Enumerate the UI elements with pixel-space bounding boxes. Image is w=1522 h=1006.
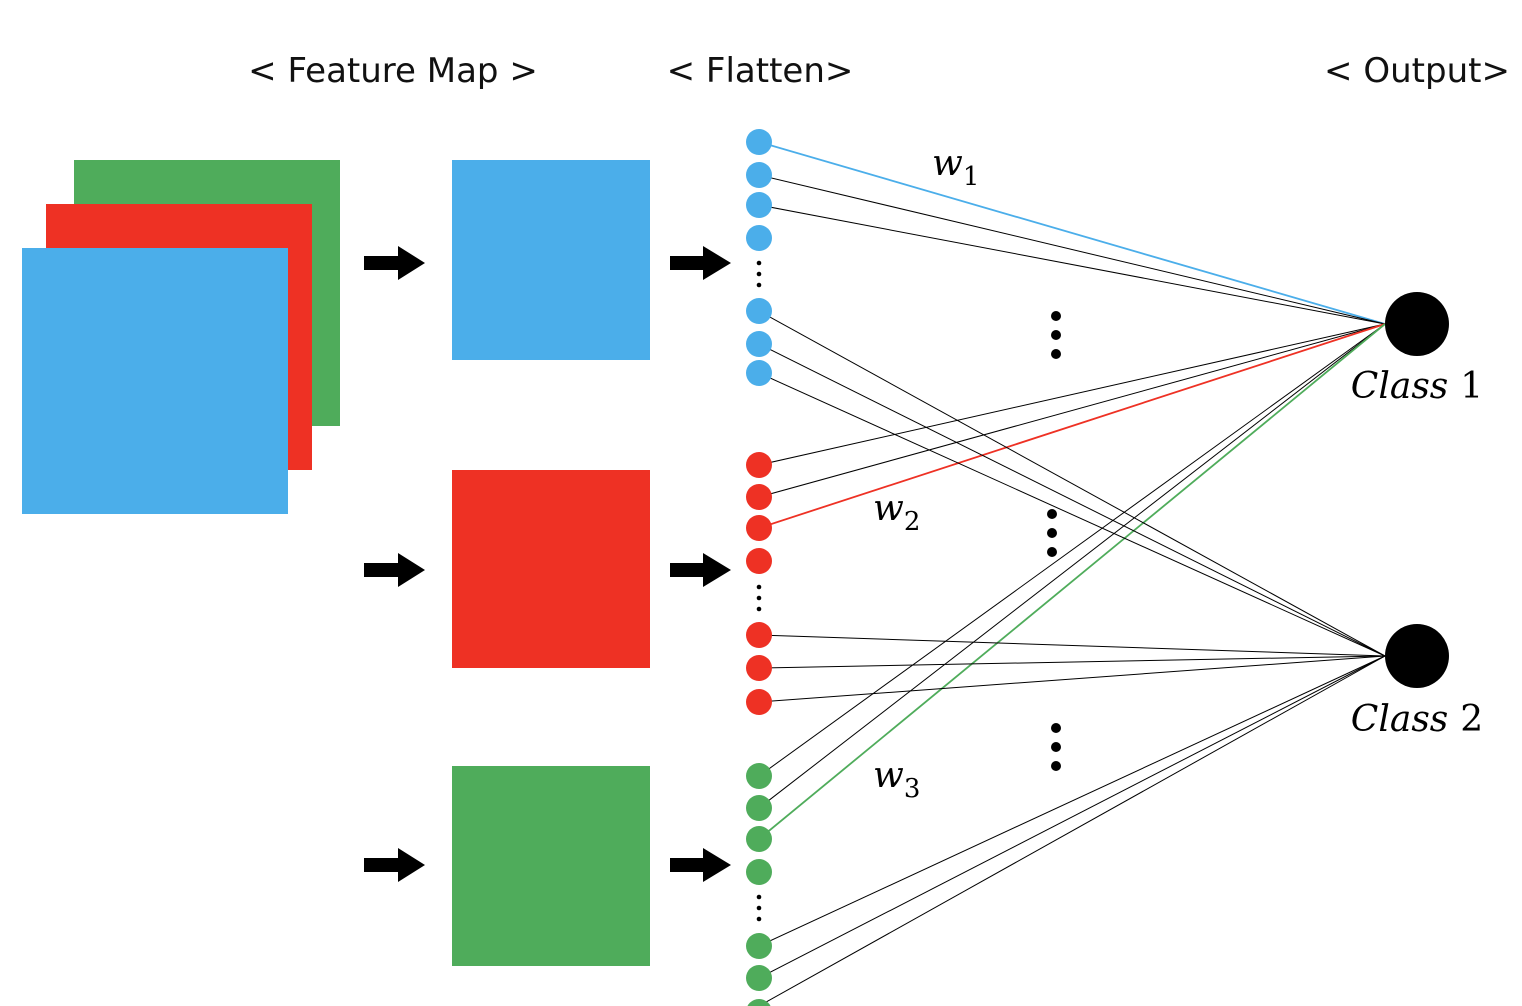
connection-line (758, 174, 1386, 325)
right-arrow-icon (670, 553, 731, 587)
connection-line (758, 310, 1386, 657)
flatten-node (746, 225, 772, 251)
output-header: < Output> (1324, 51, 1510, 91)
flatten-node (746, 484, 772, 510)
vertical-ellipsis-icon (1051, 311, 1061, 359)
flatten-node (746, 298, 772, 324)
vertical-ellipsis-icon (1051, 723, 1061, 771)
weight-label-w3: w3 (873, 755, 920, 804)
connection-line-w2 (758, 323, 1386, 529)
connection-line (758, 655, 1386, 947)
output-node-class-1 (1385, 292, 1449, 356)
flatten-node (746, 933, 772, 959)
arrows-to-flatten (670, 246, 731, 882)
right-arrow-icon (670, 848, 731, 882)
flatten-node (746, 515, 772, 541)
flatten-nodes-green (746, 763, 772, 1006)
flatten-node (746, 689, 772, 715)
stacked-feature-maps (22, 160, 340, 514)
connection-line (758, 655, 1386, 979)
connection-line (758, 323, 1386, 466)
connection-line-w3 (758, 323, 1386, 840)
connection-line (758, 323, 1386, 809)
flatten-nodes-blue (746, 129, 772, 386)
channel-maps (452, 160, 650, 966)
connection-line (758, 323, 1386, 498)
flatten-node (747, 999, 771, 1006)
connection-line (758, 372, 1386, 657)
connection-line (758, 343, 1386, 657)
stacked-map-blue (22, 248, 288, 514)
vertical-ellipsis-icon (756, 584, 762, 612)
flatten-node (746, 622, 772, 648)
connections (758, 141, 1386, 1006)
connection-line (758, 323, 1386, 777)
flatten-node (746, 331, 772, 357)
flatten-header: < Flatten> (667, 51, 854, 91)
flatten-node (746, 965, 772, 991)
channel-map-green (452, 766, 650, 966)
right-arrow-icon (364, 848, 425, 882)
flatten-node (746, 452, 772, 478)
flatten-node (746, 655, 772, 681)
right-arrow-icon (364, 553, 425, 587)
connection-line-w1 (758, 141, 1386, 325)
right-arrow-icon (670, 246, 731, 280)
right-arrow-icon (364, 246, 425, 280)
connection-line (758, 655, 1386, 1006)
flatten-node (746, 859, 772, 885)
channel-map-blue (452, 160, 650, 360)
output-node-class-2 (1385, 624, 1449, 688)
connection-line (758, 655, 1386, 669)
channel-map-red (452, 470, 650, 668)
flatten-node (746, 192, 772, 218)
connection-line (758, 634, 1386, 657)
weight-label-w1: w1 (932, 143, 979, 192)
flatten-node (746, 763, 772, 789)
flatten-node (746, 795, 772, 821)
flatten-node (746, 360, 772, 386)
arrows-to-channels (364, 246, 425, 882)
flatten-nodes-red (746, 452, 772, 715)
flatten-node (746, 162, 772, 188)
vertical-ellipsis-icon (1047, 509, 1057, 557)
flatten-node (746, 129, 772, 155)
connection-line (758, 655, 1386, 703)
vertical-ellipsis-icon (756, 894, 762, 922)
flatten-node (746, 548, 772, 574)
connection-line (758, 204, 1386, 325)
feature-map-header: < Feature Map > (248, 51, 538, 91)
vertical-ellipsis-icon (756, 260, 762, 288)
weight-label-w2: w2 (873, 488, 920, 537)
flatten-node (746, 826, 772, 852)
